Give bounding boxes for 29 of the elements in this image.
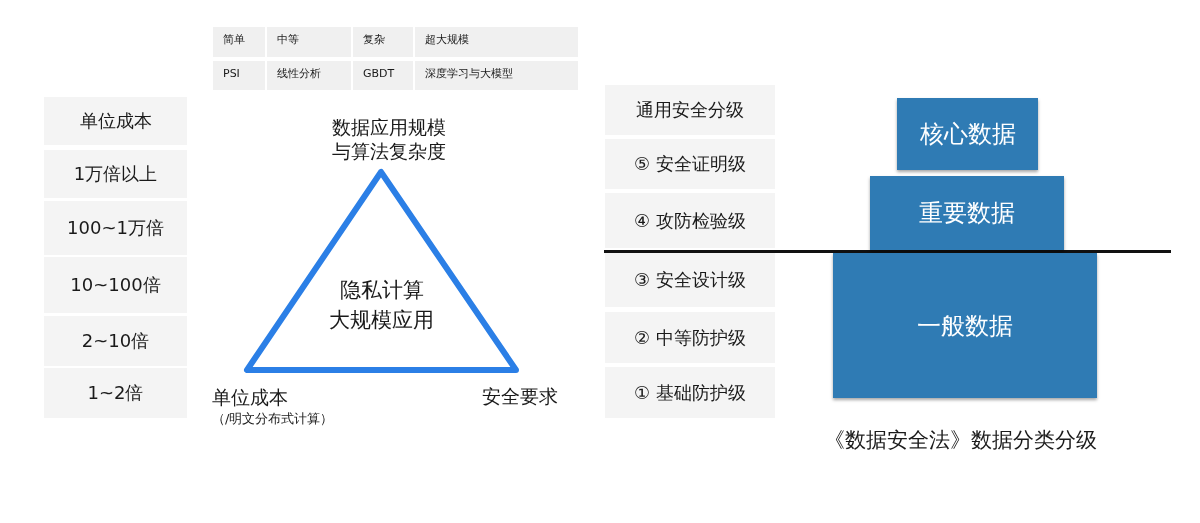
center-label: 隐私计算大规模应用 [329,277,434,334]
cost-level-cell: 单位成本 [44,97,187,145]
vertex-note: （/明文分布式计算） [212,410,334,428]
security-level-cell: 通用安全分级 [605,85,775,135]
security-level-cell: ③ 安全设计级 [605,253,775,307]
caption-text: 《数据安全法》数据分类分级 [822,427,1098,454]
security-level-cell: ⑤ 安全证明级 [605,139,775,189]
table-cell: 超大规模 [415,27,578,57]
data-tier-block: 重要数据 [870,176,1064,250]
security-level-cell: ① 基础防护级 [605,367,775,418]
security-level-cell: ② 中等防护级 [605,312,775,363]
table-cell: 复杂 [353,27,413,57]
cost-level-cell: 2~10倍 [44,316,187,366]
table-cell: 中等 [267,27,351,57]
data-tier-block: 核心数据 [897,98,1038,170]
vertex-label: 单位成本 [212,385,288,409]
cost-level-cell: 1万倍以上 [44,150,187,198]
cost-level-cell: 100~1万倍 [44,201,187,255]
table-cell: GBDT [353,61,413,90]
security-level-cell: ④ 攻防检验级 [605,193,775,248]
data-tier-block: 一般数据 [833,253,1097,398]
cost-level-cell: 10~100倍 [44,257,187,313]
table-cell: 简单 [213,27,265,57]
cost-level-cell: 1~2倍 [44,368,187,418]
table-cell: PSI [213,61,265,90]
vertex-label: 数据应用规模与算法复杂度 [331,115,447,163]
table-cell: 深度学习与大模型 [415,61,578,90]
vertex-label: 安全要求 [482,384,558,408]
table-cell: 线性分析 [267,61,351,90]
